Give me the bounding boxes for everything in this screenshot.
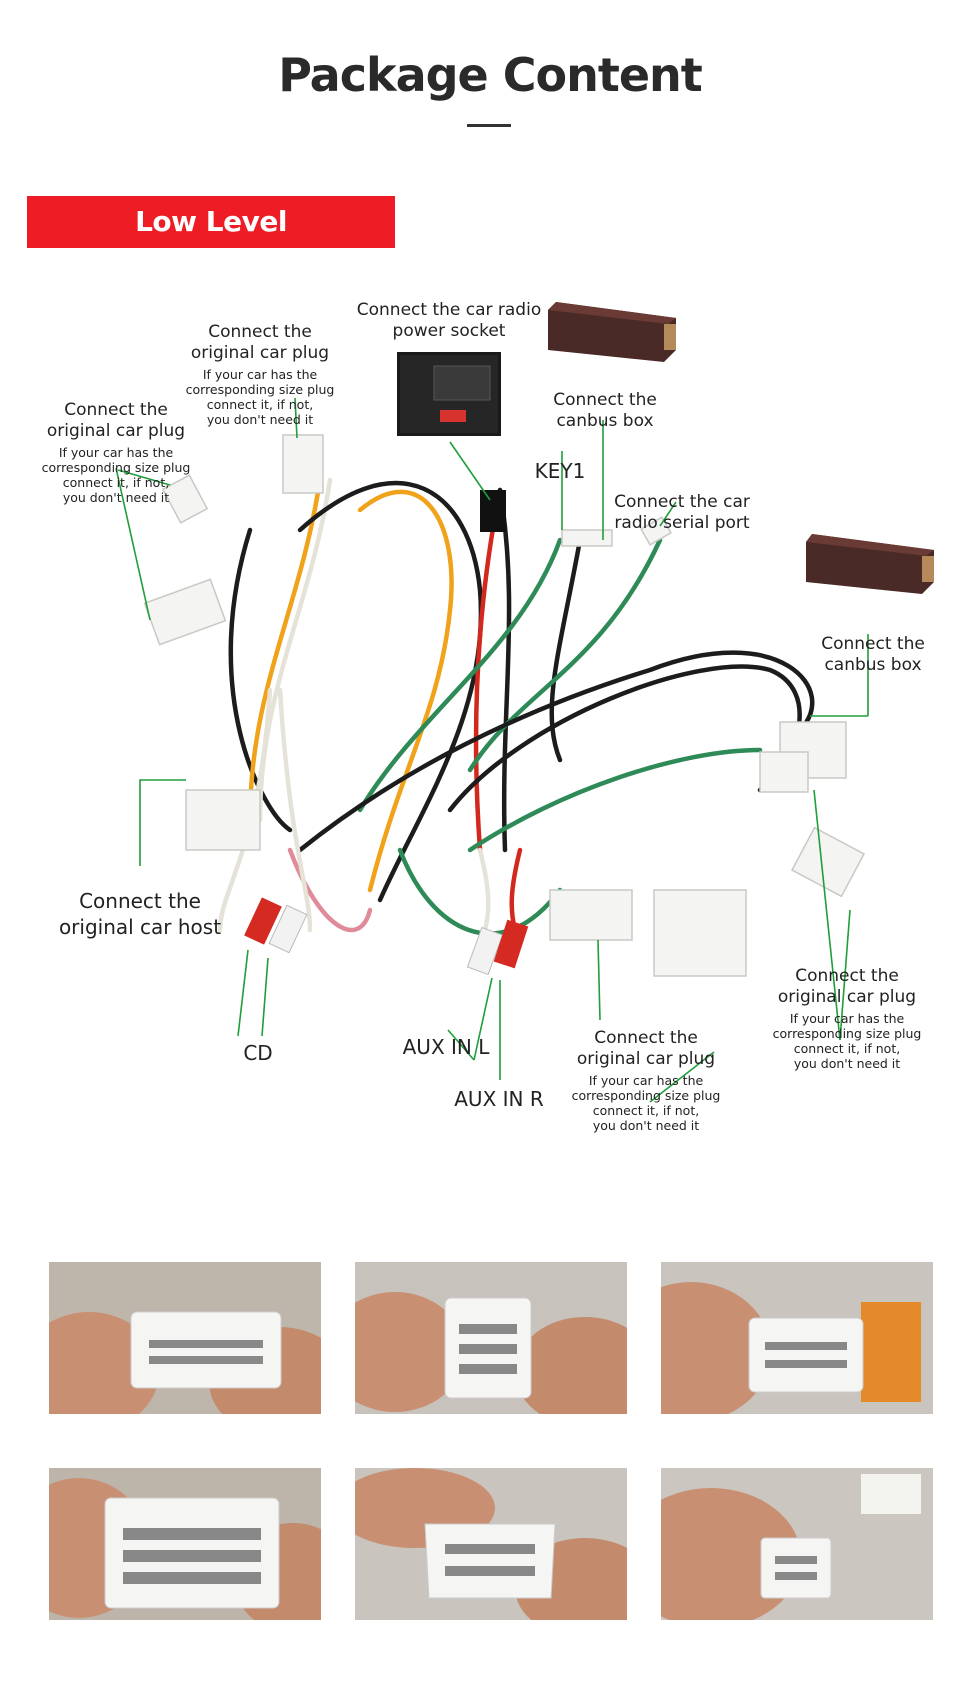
connector-photo-4: [49, 1468, 321, 1620]
canbus-box-top-label: Connect the canbus box: [553, 390, 657, 431]
harness-illustration: [115, 302, 934, 1103]
cd-label: CD: [243, 1041, 273, 1065]
aux-in-l-label: AUX IN L: [402, 1035, 490, 1059]
original-plug-label: Connect the original car plug If your ca…: [185, 322, 335, 427]
original-plug-label: Connect the original car plug If your ca…: [772, 966, 922, 1071]
rca-plug-icon: [244, 897, 529, 976]
canbus-box-right-label: Connect the canbus box: [821, 634, 925, 675]
canbus-box-icon: [548, 302, 676, 362]
key1-label: KEY1: [534, 459, 586, 483]
connector-photo-2: [355, 1262, 627, 1414]
aux-in-r-label: AUX IN R: [454, 1087, 544, 1111]
page-title: Package Content: [278, 48, 703, 102]
plug-icon: [653, 889, 747, 977]
power-plug-icon: [480, 490, 506, 532]
title-divider: [467, 124, 511, 127]
leader-lines: [115, 397, 869, 1103]
plug-icon: [790, 826, 866, 898]
plug-icon: [561, 529, 613, 547]
original-plug-label: Connect the original car plug If your ca…: [41, 400, 191, 505]
host-plug-icon: [185, 789, 261, 851]
plug-icon: [161, 474, 209, 524]
plug-icon: [282, 434, 324, 494]
level-badge: Low Level: [27, 196, 395, 248]
original-plug-label: Connect the original car plug If your ca…: [571, 1028, 721, 1133]
power-socket-icon: [397, 352, 501, 436]
car-host-label: Connect the original car host: [58, 889, 222, 939]
wiring-diagram: Connect the car radio power socket Conne…: [0, 290, 980, 1220]
serial-port-label: Connect the car radio serial port: [614, 492, 750, 533]
plug-icon: [549, 889, 633, 941]
plug-icon: [143, 578, 227, 646]
connector-photo-5: [355, 1468, 627, 1620]
power-socket-label: Connect the car radio power socket: [356, 300, 542, 341]
plug-icon: [640, 516, 672, 546]
connector-photo-6: [661, 1468, 933, 1620]
plug-icon: [759, 751, 809, 793]
canbus-box-icon: [806, 534, 934, 594]
connector-photo-3: [661, 1262, 933, 1414]
connector-photo-1: [49, 1262, 321, 1414]
